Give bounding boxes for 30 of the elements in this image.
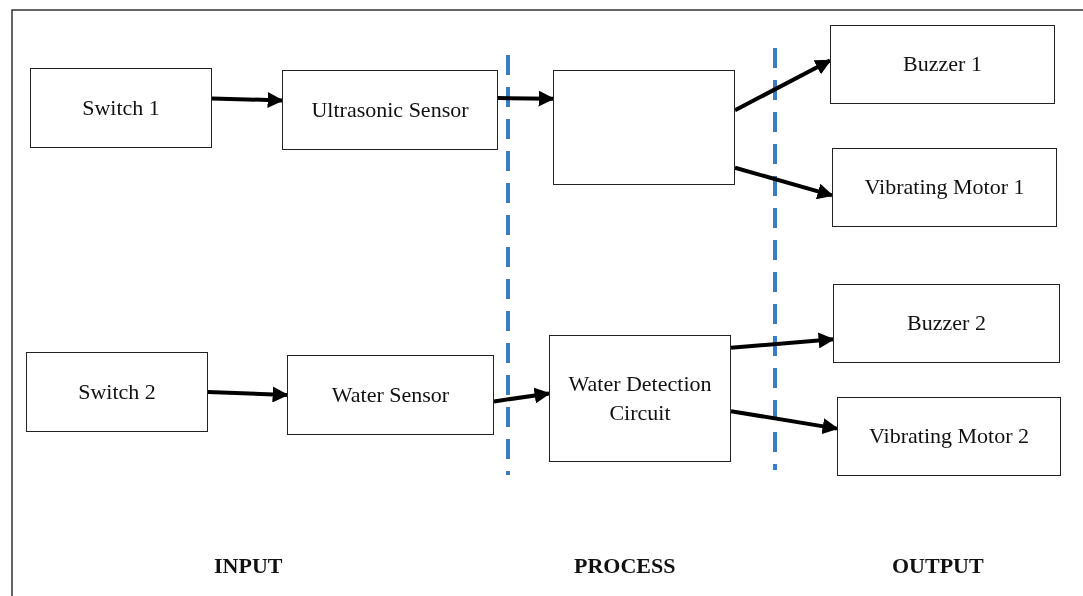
arrow (730, 409, 839, 435)
process-box (549, 335, 731, 462)
arrow (730, 332, 835, 350)
process-box (837, 397, 1061, 476)
arrow (207, 386, 289, 403)
process-box (287, 355, 494, 435)
process-box (833, 284, 1060, 363)
box-label: Water Detection Circuit (567, 369, 713, 427)
process-box (832, 148, 1057, 227)
process-box (30, 68, 212, 148)
box-label: Buzzer 2 (906, 309, 987, 338)
section-heading: INPUT (214, 553, 283, 579)
arrow (497, 90, 555, 107)
box-label: Ultrasonic Sensor (310, 95, 470, 124)
box-label: Water Sensor (330, 380, 451, 409)
process-box (830, 25, 1055, 104)
arrow (734, 58, 832, 113)
arrow (734, 165, 834, 200)
box-label: Vibrating Motor 2 (868, 422, 1030, 451)
box-label: Vibrating Motor 1 (863, 173, 1026, 202)
process-box (26, 352, 208, 432)
process-box (282, 70, 498, 150)
box-shape (553, 70, 735, 185)
section-heading: OUTPUT (892, 553, 984, 579)
box-label: Switch 2 (77, 377, 157, 406)
arrow (211, 92, 284, 108)
section-heading: PROCESS (574, 553, 676, 579)
box-label: Switch 1 (81, 93, 161, 122)
arrow (493, 387, 551, 404)
box-label: Buzzer 1 (902, 50, 983, 79)
